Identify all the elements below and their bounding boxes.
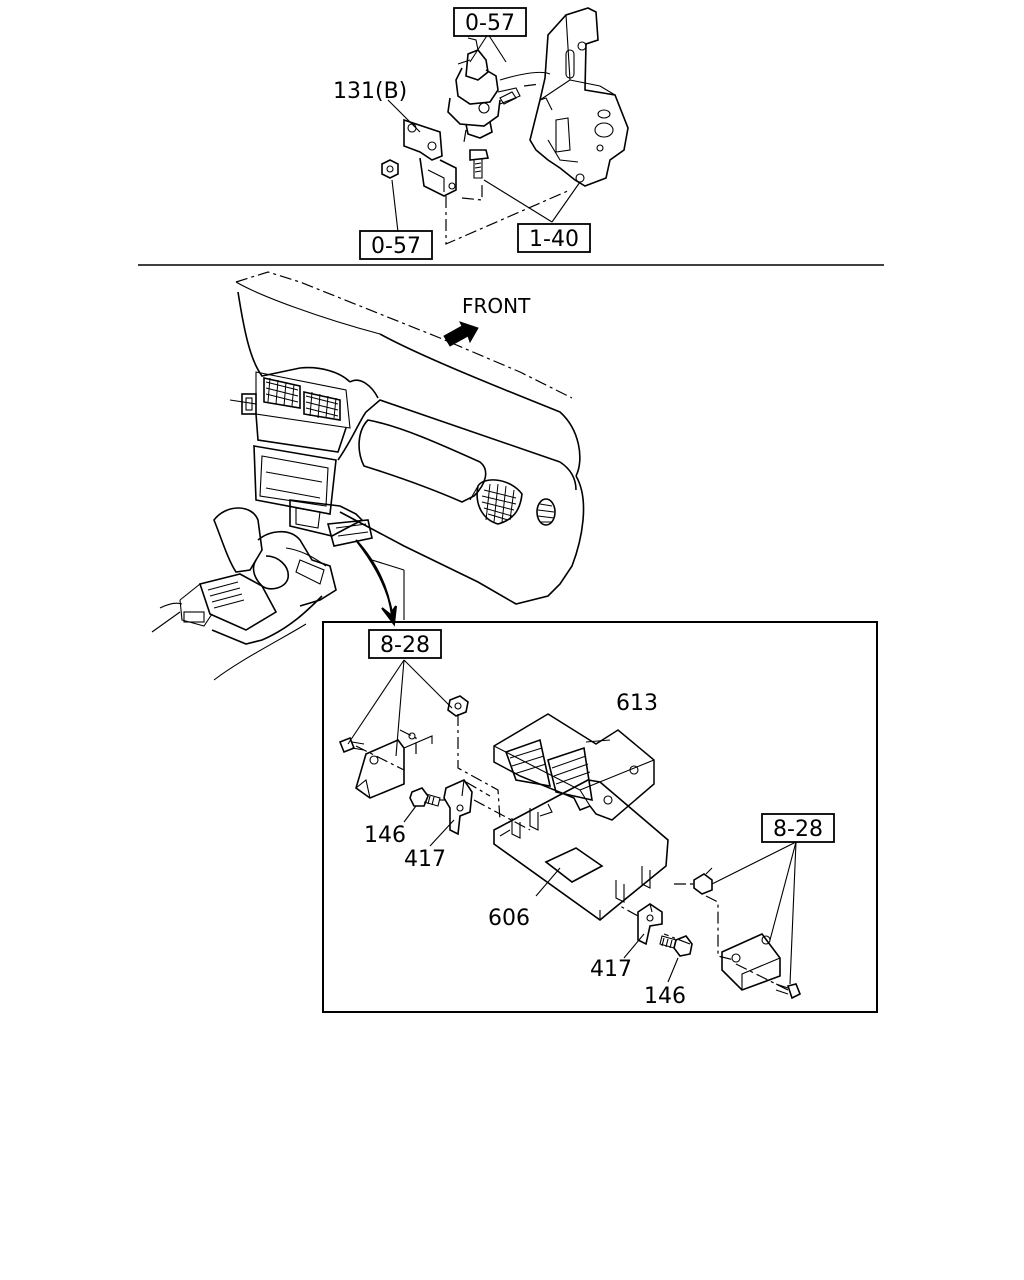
- ecu-location-highlight: [289, 499, 373, 547]
- passenger-vent: [469, 479, 523, 525]
- bracket-right: [721, 933, 781, 991]
- bolt-upper: [469, 149, 489, 179]
- clip-417-left: [443, 778, 473, 836]
- center-console: [151, 507, 337, 681]
- nut-8-28-upper: [447, 695, 469, 717]
- bolt-146-right: [659, 935, 693, 957]
- vacuum-solenoid-valve: [447, 37, 551, 139]
- label-146-left: 146: [364, 823, 406, 848]
- ref-box-top-text: 0-57: [465, 11, 515, 36]
- detail-panel-frame: [322, 621, 878, 1013]
- front-label: FRONT: [462, 294, 531, 318]
- bracket-131b: [403, 118, 457, 197]
- front-arrow-icon: [443, 321, 479, 347]
- callout-arrow: [355, 539, 397, 627]
- ref-box-upper-left-text: 8-28: [380, 633, 430, 658]
- center-stack: [253, 413, 347, 515]
- label-613: 613: [616, 691, 658, 716]
- ref-box-right-text: 8-28: [773, 817, 823, 842]
- label-146-right: 146: [644, 984, 686, 1009]
- bracket-upper-left: [355, 732, 433, 799]
- speaker-grille: [536, 498, 556, 526]
- ref-box-bottom-right-text: 1-40: [529, 227, 579, 252]
- ref-box-upper-left: 8-28: [368, 629, 442, 659]
- ref-box-bottom-right: 1-40: [517, 223, 591, 253]
- mounting-bracket: [529, 7, 629, 187]
- bolt-146-left: [409, 787, 441, 807]
- ref-box-right: 8-28: [761, 813, 835, 843]
- nut-0-57: [381, 159, 399, 179]
- dashboard-view: FRONT: [151, 271, 585, 681]
- detail-panel: 8-28 8-28 613 146 417 606 417 146: [322, 621, 878, 1013]
- clip-417-right: [637, 903, 663, 946]
- tray-606: [493, 779, 669, 922]
- bolt-side: [499, 91, 517, 105]
- ref-box-bottom-left: 0-57: [359, 230, 433, 260]
- label-417-right: 417: [590, 957, 632, 982]
- screw-8-28-left: [338, 736, 365, 754]
- label-417-left: 417: [404, 847, 446, 872]
- ref-box-bottom-left-text: 0-57: [371, 234, 421, 259]
- top-assembly: 0-57 131(B) 0-57 1-40: [333, 7, 629, 260]
- glovebox: [358, 419, 487, 503]
- label-131b: 131(B): [333, 79, 407, 104]
- ecu-unit-613: [493, 713, 655, 821]
- ref-box-top: 0-57: [453, 7, 527, 37]
- center-vents: [229, 371, 351, 429]
- label-606: 606: [488, 906, 530, 931]
- nut-8-28-right: [693, 867, 713, 895]
